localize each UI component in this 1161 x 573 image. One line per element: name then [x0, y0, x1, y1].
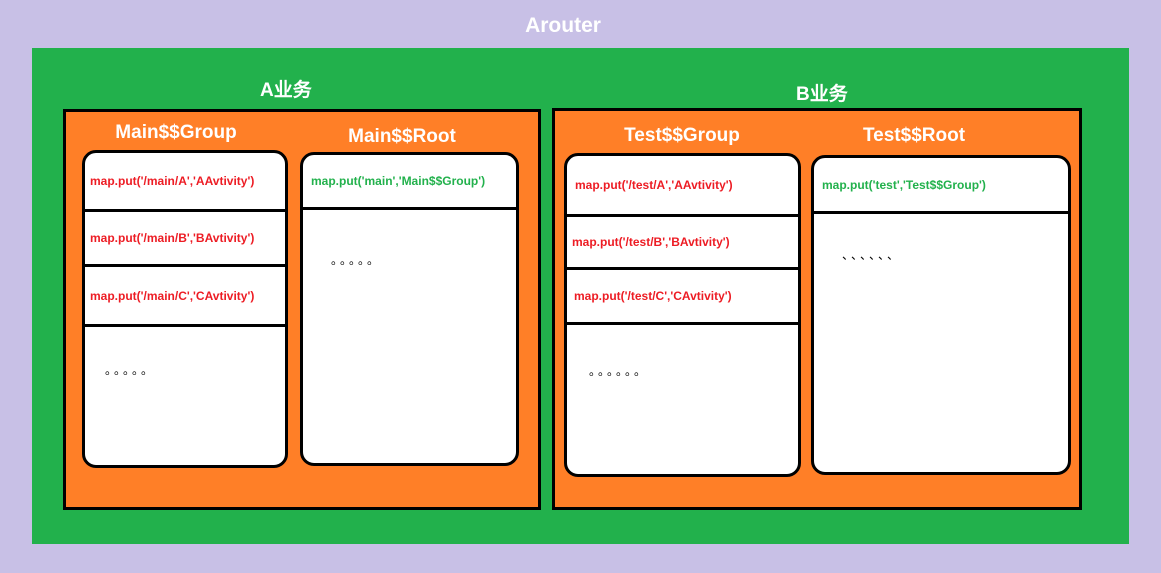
more-entries-ellipsis: 、、、、、、	[842, 248, 903, 262]
route-entry-text: map.put('/main/C','CAvtivity')	[90, 288, 255, 303]
group-registration-text: map.put('main','Main$$Group')	[311, 174, 486, 188]
module-b-root-title: Test$$Root	[862, 125, 966, 146]
group-registration-entry: map.put('main','Main$$Group')	[303, 155, 516, 210]
route-entry-text: map.put('/test/B','BAvtivity')	[572, 235, 730, 249]
more-entries-ellipsis: 。。。。。	[331, 253, 383, 267]
module-b-label: B业务	[796, 84, 848, 105]
more-entries-ellipsis: 。。。。。。	[589, 364, 650, 378]
route-entry: map.put('/test/C','CAvtivity')	[567, 270, 798, 325]
diagram-title: Arouter	[525, 14, 601, 37]
route-entry-text: map.put('/main/A','AAvtivity')	[90, 174, 255, 188]
module-a-group-title: Main$$Group	[115, 122, 237, 143]
route-entry-text: map.put('/main/B','BAvtivity')	[90, 231, 255, 245]
module-b-root-card: map.put('test','Test$$Group') 、、、、、、	[811, 155, 1071, 475]
module-a-group-card: map.put('/main/A','AAvtivity') map.put('…	[82, 150, 288, 468]
group-registration-text: map.put('test','Test$$Group')	[822, 177, 986, 192]
module-a-label: A业务	[260, 80, 312, 101]
route-entry: map.put('/main/A','AAvtivity')	[85, 153, 285, 212]
module-b-group-card: map.put('/test/A','AAvtivity') map.put('…	[564, 153, 801, 477]
route-entry-text: map.put('/test/A','AAvtivity')	[575, 178, 733, 192]
route-entry: map.put('/test/A','AAvtivity')	[567, 156, 798, 217]
group-registration-entry: map.put('test','Test$$Group')	[814, 158, 1068, 214]
module-a-root-title: Main$$Root	[348, 126, 456, 147]
route-entry: map.put('/main/B','BAvtivity')	[85, 212, 285, 267]
route-entry: map.put('/test/B','BAvtivity')	[567, 217, 798, 270]
route-entry-text: map.put('/test/C','CAvtivity')	[574, 289, 732, 303]
more-entries-ellipsis: 。。。。。	[105, 363, 157, 377]
module-a-root-card: map.put('main','Main$$Group') 。。。。。	[300, 152, 519, 466]
module-b-group-title: Test$$Group	[624, 125, 740, 146]
route-entry: map.put('/main/C','CAvtivity')	[85, 267, 285, 327]
